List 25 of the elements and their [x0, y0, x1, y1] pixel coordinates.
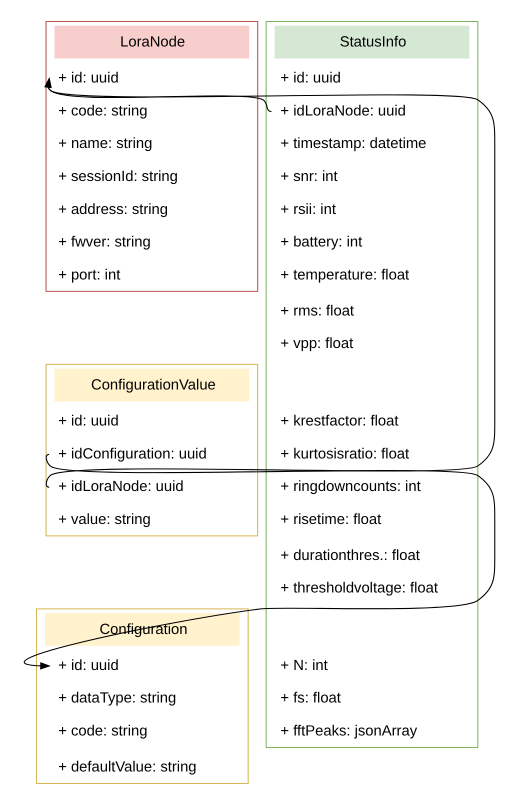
node-text: + fwver: string: [58, 234, 150, 251]
node-text: + id: uuid: [58, 413, 118, 430]
node-text: + name: string: [58, 136, 152, 152]
node-text: + id: uuid: [58, 70, 118, 87]
node-text: + code: string: [58, 103, 147, 120]
node-text: + timestamp: datetime: [280, 136, 426, 152]
node-text: + rms: float: [280, 303, 354, 320]
node-text: + rsii: int: [280, 202, 336, 218]
node-text: + code: string: [58, 724, 147, 740]
node-text: + defaultValue: string: [58, 760, 196, 776]
node-text: + id: uuid: [280, 70, 340, 87]
node-text: + krestfactor: float: [280, 413, 398, 430]
node-text: + fs: float: [280, 690, 340, 707]
node-text: + snr: int: [280, 169, 338, 185]
node-text: + sessionId: string: [58, 169, 178, 185]
node-text: + temperature: float: [280, 267, 409, 284]
node-text: + battery: int: [280, 234, 362, 251]
node-text: + vpp: float: [280, 336, 353, 352]
node-text: + idLoraNode: uuid: [280, 103, 406, 120]
arrow: [44, 77, 495, 488]
node-text: + fftPeaks: jsonArray: [280, 724, 417, 740]
node-text: + address: string: [58, 202, 168, 218]
node-text: + port: int: [58, 267, 120, 284]
node-text: + dataType: string: [58, 690, 176, 707]
arrow: [44, 77, 272, 112]
